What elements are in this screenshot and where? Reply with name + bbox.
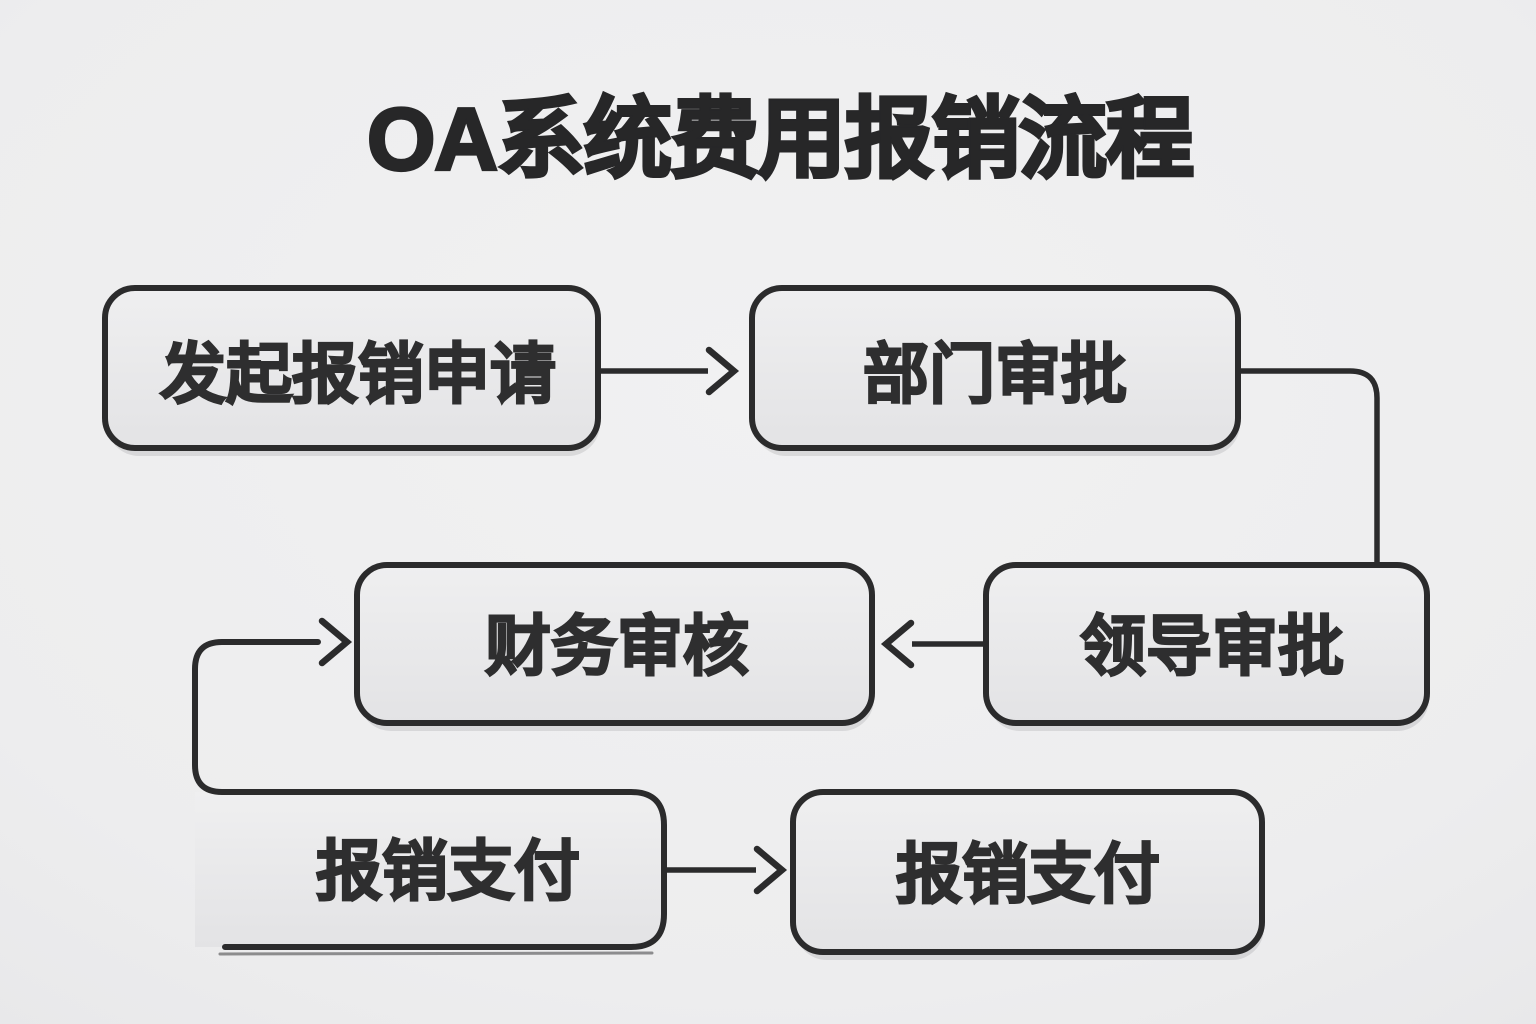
edges	[318, 346, 1380, 895]
page-title: OA系统费用报销流程	[367, 90, 1193, 189]
node-finance-review-box	[354, 562, 875, 726]
edge-dept-leader-line	[1238, 368, 1380, 563]
node-pay-right-box	[790, 789, 1265, 955]
node-pay-left-outline	[192, 639, 667, 950]
node-start: 发起报销申请	[102, 285, 601, 456]
edge-payleft-payright-arrowhead-icon	[753, 845, 788, 895]
node-pay-right: 报销支付	[790, 789, 1265, 960]
node-start-label: 发起报销申请	[160, 337, 556, 411]
node-dept-approval: 部门审批	[749, 285, 1241, 456]
edge-leader-finance-arrowhead-icon	[880, 619, 915, 669]
node-pay-left-bottom-smudge	[218, 951, 654, 956]
node-leader-approval: 领导审批	[983, 562, 1430, 731]
node-finance-review-label: 财务审核	[485, 609, 749, 683]
node-dept-approval-label: 部门审批	[863, 337, 1127, 411]
node-dept-approval-box	[749, 285, 1241, 451]
node-finance-review: 财务审核	[354, 562, 875, 731]
node-pay-right-label: 报销支付	[896, 837, 1160, 911]
node-start-box	[102, 285, 601, 451]
node-pay-left-fill	[195, 792, 664, 947]
edge-payleft-finance-arrowhead-icon	[318, 617, 353, 667]
edge-start-dept-arrowhead-icon	[705, 346, 740, 396]
node-pay-left-label: 报销支付	[316, 834, 580, 908]
node-leader-approval-label: 领导审批	[1080, 609, 1344, 683]
node-pay-left: 报销支付	[192, 639, 667, 956]
node-leader-approval-box	[983, 562, 1430, 726]
